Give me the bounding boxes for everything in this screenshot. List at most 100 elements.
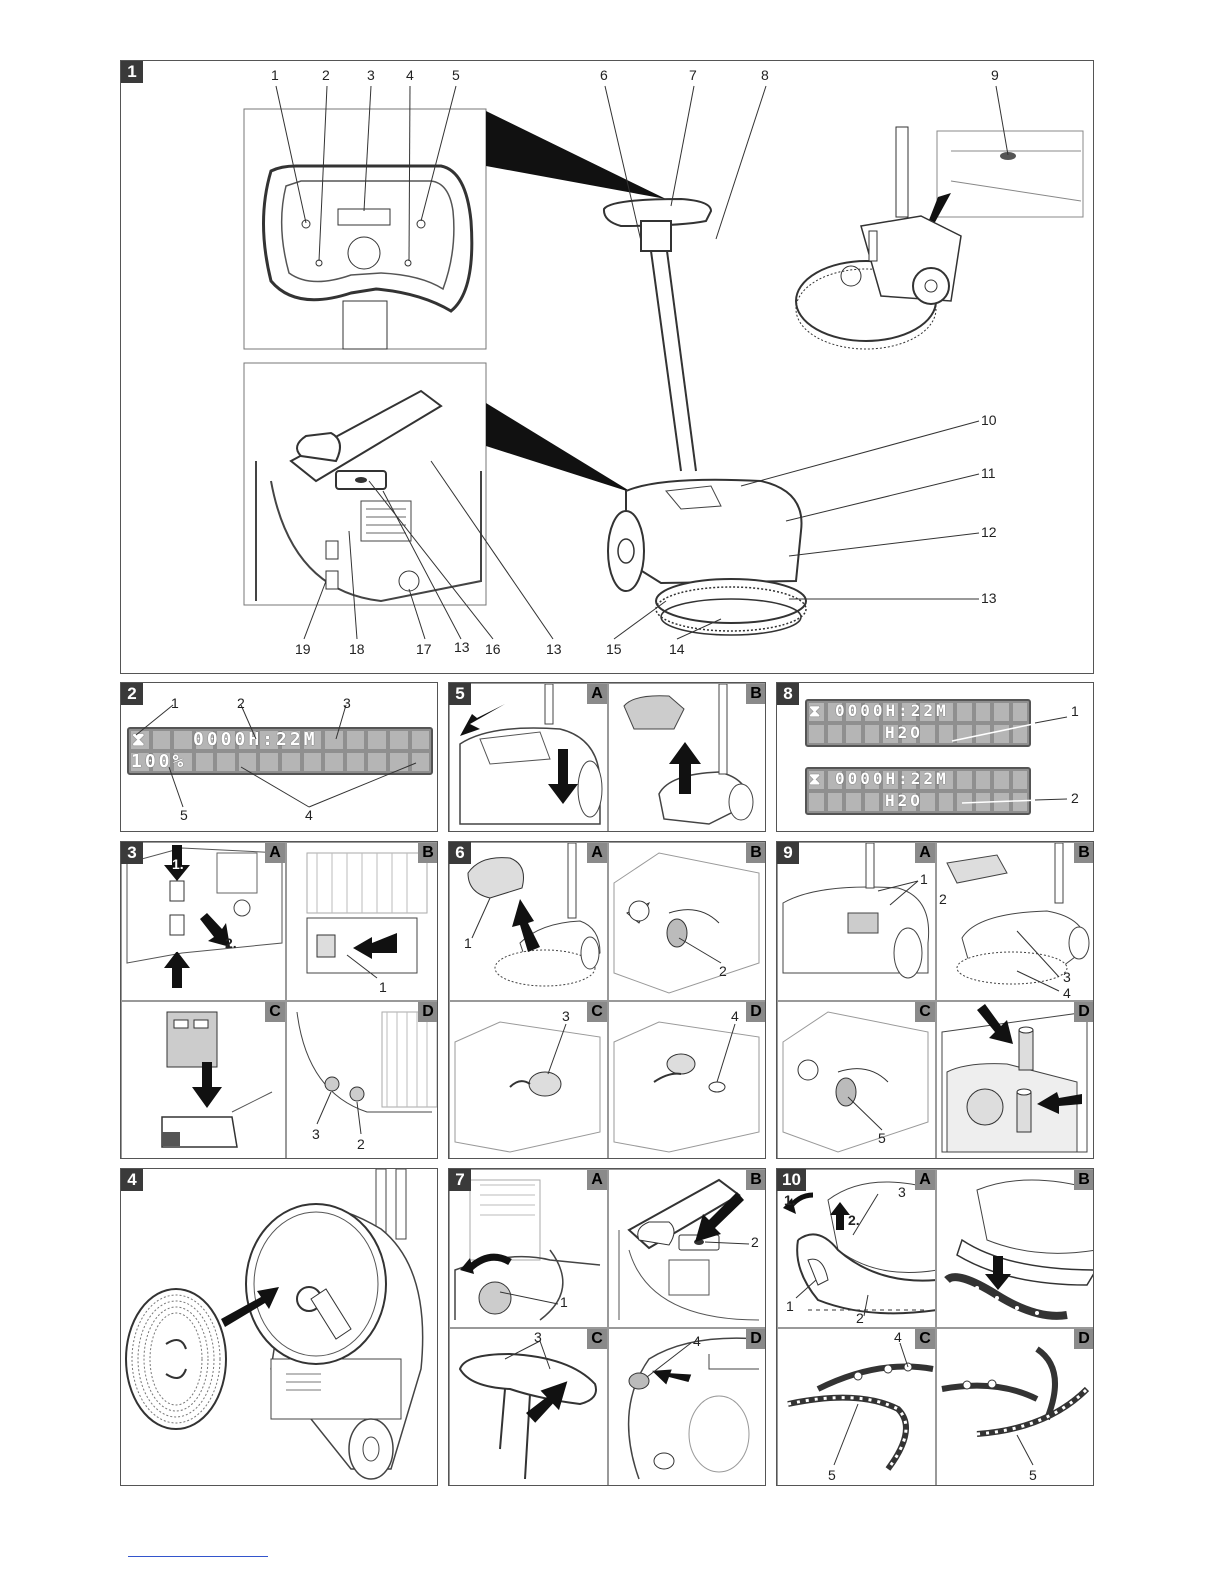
fig5-sub-b: B	[746, 684, 766, 704]
figure-4-panel: 4	[120, 1168, 438, 1486]
fig1-callout-19: 19	[295, 641, 311, 657]
fig3-sub-c: C	[265, 1002, 285, 1022]
fig7-callout-3: 3	[534, 1329, 542, 1345]
fig3-sub-d: D	[418, 1002, 438, 1022]
fig1-callout-13b: 13	[454, 639, 470, 655]
fig3-cell-d: 3 2 D	[286, 1001, 438, 1159]
fig6-cell-d: 4 D	[608, 1001, 766, 1159]
fig2-callout-1: 1	[171, 695, 179, 711]
fig6-callout-2: 2	[719, 963, 727, 979]
fig10-sub-a: A	[915, 1170, 935, 1190]
fig6-callout-1: 1	[464, 935, 472, 951]
figure-8-panel: 8 ⧗ 0000H:22M H2O ⧗ 0000H:22M H2O 1 2	[776, 682, 1094, 832]
figure-9-badge: 9	[777, 842, 799, 864]
fig2-callout-4: 4	[305, 807, 313, 823]
fig3-cell-c: C	[121, 1001, 286, 1159]
fig7-sub-a: A	[587, 1170, 607, 1190]
fig1-callout-5: 5	[452, 67, 460, 83]
fig7-cell-a: 1 A	[449, 1169, 608, 1328]
fig1-callout-7: 7	[689, 67, 697, 83]
fig10-step-1: 1.	[784, 1192, 796, 1208]
fig9-callout-4: 4	[1063, 985, 1071, 1001]
fig3-step-1: 1.	[172, 856, 184, 872]
fig3-sub-a: A	[265, 843, 285, 863]
fig6-cell-b: 2 B	[608, 842, 766, 1001]
fig1-callout-3: 3	[367, 67, 375, 83]
fig6-sub-d: D	[746, 1002, 766, 1022]
fig9-sub-d: D	[1074, 1002, 1094, 1022]
fig3-step-2: 2.	[225, 935, 237, 951]
fig1-callout-18: 18	[349, 641, 365, 657]
fig10-cell-d: 5 D	[936, 1328, 1094, 1486]
figure-9-panel: 1 A 2 3 4 B 5 C	[776, 841, 1094, 1159]
fig2-callout-5: 5	[180, 807, 188, 823]
fig9-sub-b: B	[1074, 843, 1094, 863]
fig7-sub-d: D	[746, 1329, 766, 1349]
fig3-sub-b: B	[418, 843, 438, 863]
fig1-callout-12: 12	[981, 524, 997, 540]
fig4-drawing	[121, 1169, 438, 1486]
fig9-cell-d: D	[936, 1001, 1094, 1159]
fig7-cell-b: 2 B	[608, 1169, 766, 1328]
figure-2-panel: 2 ⧗ 0000H:22M 100% 1 2 3 4 5	[120, 682, 438, 832]
figure-6-panel: 1 A 2 B 3 C 4 D	[448, 841, 766, 1159]
fig10-callout-5b: 5	[1029, 1467, 1037, 1483]
fig9-callout-5: 5	[878, 1130, 886, 1146]
fig6-sub-c: C	[587, 1002, 607, 1022]
figure-6-badge: 6	[449, 842, 471, 864]
fig10-sub-c: C	[915, 1329, 935, 1349]
fig7-sub-c: C	[587, 1329, 607, 1349]
fig7-cell-d: 4 D	[608, 1328, 766, 1486]
fig6-callout-3: 3	[562, 1008, 570, 1024]
fig2-callout-3: 3	[343, 695, 351, 711]
fig9-sub-a: A	[915, 843, 935, 863]
fig1-callout-16: 16	[485, 641, 501, 657]
fig3-callout-2: 2	[357, 1136, 365, 1152]
fig1-callout-4: 4	[406, 67, 414, 83]
fig9-callout-3: 3	[1063, 969, 1071, 985]
fig2-callout-2: 2	[237, 695, 245, 711]
fig1-callout-9: 9	[991, 67, 999, 83]
fig1-callout-15: 15	[606, 641, 622, 657]
fig10-cell-b: B	[936, 1169, 1094, 1328]
figure-3-badge: 3	[121, 842, 143, 864]
fig7-callout-1: 1	[560, 1294, 568, 1310]
fig1-callout-2: 2	[322, 67, 330, 83]
figure-10-badge: 10	[777, 1169, 806, 1191]
figure-3-panel: 1. 2. 1. A 1 B C	[120, 841, 438, 1159]
figure-5-panel: A B 5	[448, 682, 766, 832]
fig7-sub-b: B	[746, 1170, 766, 1190]
figure-5-badge: 5	[449, 683, 471, 705]
fig3-cell-b: 1 B	[286, 842, 438, 1001]
fig1-callout-11: 11	[981, 465, 996, 481]
fig6-sub-a: A	[587, 843, 607, 863]
fig2-leaders	[121, 683, 438, 832]
fig1-callout-17: 17	[416, 641, 432, 657]
fig8-leaders	[777, 683, 1094, 832]
fig1-callout-14: 14	[669, 641, 685, 657]
fig6-callout-4: 4	[731, 1008, 739, 1024]
fig10-callout-5a: 5	[828, 1467, 836, 1483]
fig3-callout-3: 3	[312, 1126, 320, 1142]
figure-1-drawing	[121, 61, 1094, 674]
fig6-cell-c: 3 C	[449, 1001, 608, 1159]
fig9-cell-c: 5 C	[777, 1001, 936, 1159]
fig1-callout-6: 6	[600, 67, 608, 83]
fig3-cell-a: 1. 2. 1. A	[121, 842, 286, 1001]
fig5-cell-b: B	[608, 683, 766, 832]
fig1-callout-13: 13	[981, 590, 997, 606]
fig1-callout-13c: 13	[546, 641, 562, 657]
fig1-callout-10: 10	[981, 412, 997, 428]
fig7-callout-4: 4	[693, 1333, 701, 1349]
fig10-sub-b: B	[1074, 1170, 1094, 1190]
figure-1-panel: 1	[120, 60, 1094, 674]
fig9-callout-2: 2	[939, 891, 947, 907]
fig8-callout-1: 1	[1071, 703, 1079, 719]
fig10-callout-4: 4	[894, 1329, 902, 1345]
fig5-cell-a: A	[449, 683, 608, 832]
fig10-callout-1: 1	[786, 1298, 794, 1314]
fig7-callout-2: 2	[751, 1234, 759, 1250]
fig9-callout-1: 1	[920, 871, 928, 887]
fig10-sub-d: D	[1074, 1329, 1094, 1349]
fig10-cell-c: 4 5 C	[777, 1328, 936, 1486]
